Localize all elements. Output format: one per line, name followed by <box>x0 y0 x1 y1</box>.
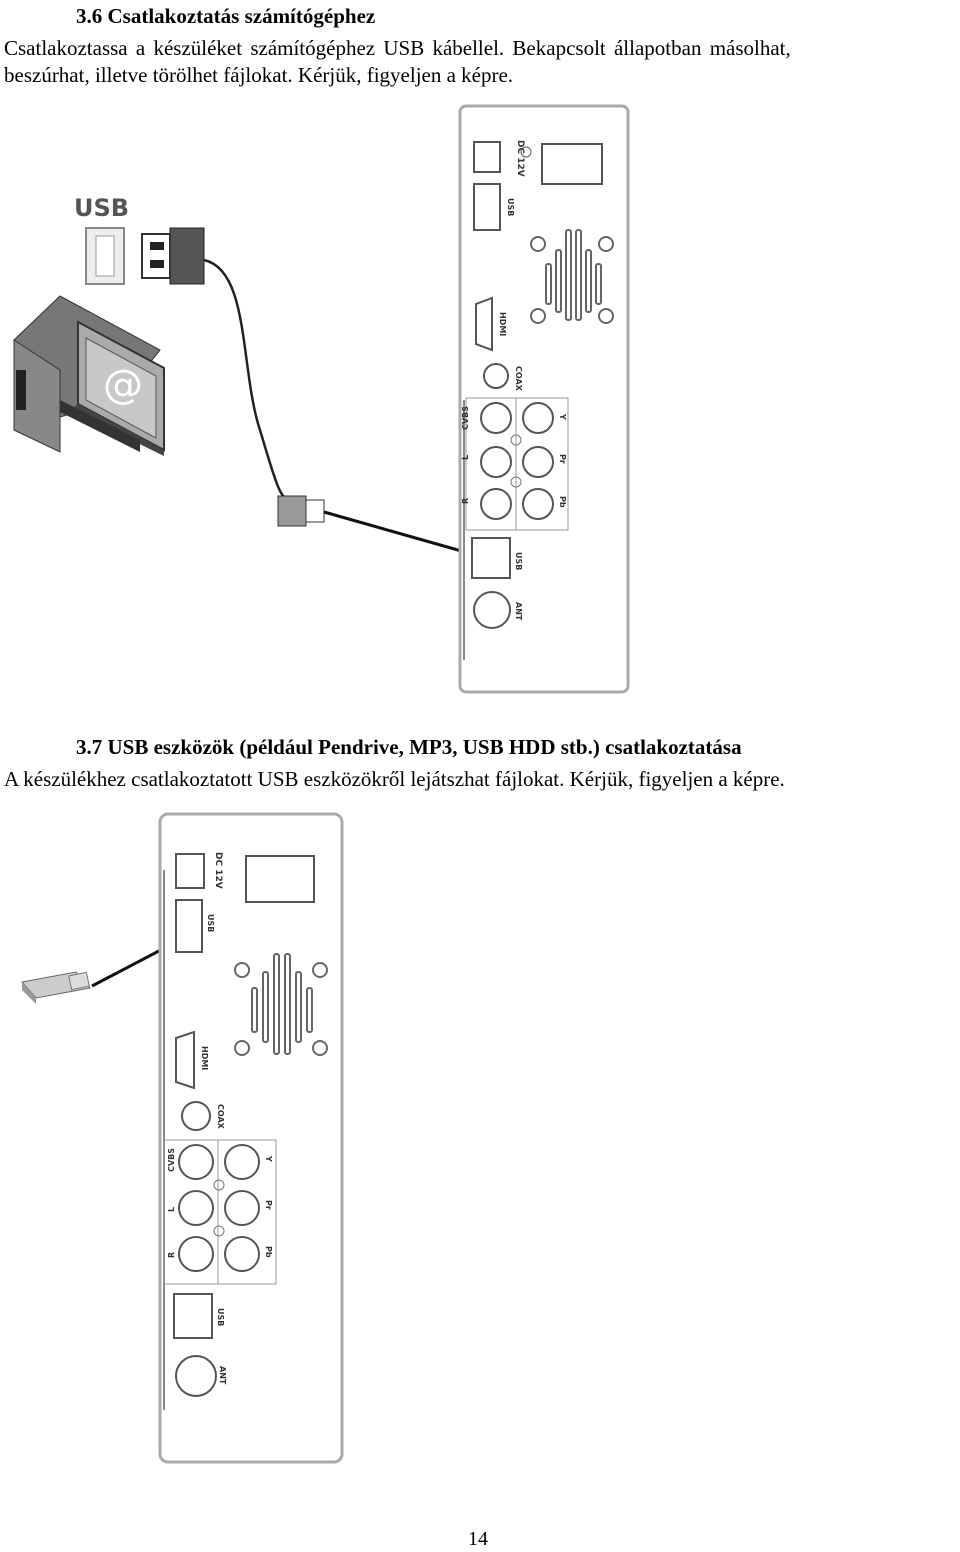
figure-usb-device-connection: DC 12V USB HDMI COAX CVBS L R <box>21 812 344 1464</box>
svg-text:Pb: Pb <box>264 1246 273 1258</box>
svg-text:HDMI: HDMI <box>498 312 507 336</box>
svg-text:USB: USB <box>506 198 515 216</box>
svg-text:L: L <box>461 455 470 460</box>
usb-label: USB <box>74 194 129 222</box>
svg-text:R: R <box>167 1252 176 1258</box>
device-rear-panel-2: DC 12V USB HDMI COAX CVBS L R <box>158 812 344 1464</box>
svg-text:USB: USB <box>206 914 215 932</box>
svg-text:ANT: ANT <box>218 1366 227 1385</box>
device-rear-panel: DC 12V USB HDMI COAX CVBS L R <box>458 104 630 694</box>
svg-text:USB: USB <box>216 1308 225 1326</box>
section-3-7-heading: 3.7 USB eszközök (például Pendrive, MP3,… <box>76 735 742 759</box>
svg-text:Y: Y <box>558 413 567 420</box>
section-3-6-line-1: Csatlakoztassa a készüléket számítógéphe… <box>4 36 791 60</box>
svg-text:@: @ <box>103 362 143 408</box>
svg-text:Pr: Pr <box>558 454 567 464</box>
usb-port-icon <box>85 227 125 285</box>
computer-icon: @ <box>13 295 165 456</box>
svg-text:DC 12V: DC 12V <box>515 140 525 177</box>
usb-cable <box>203 258 291 502</box>
svg-text:Y: Y <box>264 1155 273 1162</box>
svg-text:CVBS: CVBS <box>461 406 470 430</box>
svg-text:COAX: COAX <box>514 366 523 392</box>
section-3-6-heading: 3.6 Csatlakoztatás számítógéphez <box>76 4 376 28</box>
svg-text:CVBS: CVBS <box>167 1148 176 1172</box>
svg-text:Pr: Pr <box>264 1200 273 1210</box>
svg-text:HDMI: HDMI <box>200 1046 209 1070</box>
figure-pc-connection: USB @ DC 12V USB <box>13 104 630 694</box>
svg-text:R: R <box>461 498 470 504</box>
svg-text:L: L <box>167 1207 176 1212</box>
usb-cable-to-device <box>323 510 473 556</box>
usb-plug-device-end <box>277 495 325 527</box>
page-number: 14 <box>468 1528 488 1550</box>
svg-text:ANT: ANT <box>514 602 523 621</box>
svg-text:DC 12V: DC 12V <box>213 852 223 889</box>
svg-text:Pb: Pb <box>558 496 567 508</box>
pendrive-icon <box>21 971 91 1004</box>
section-3-7-line-1: A készülékhez csatlakoztatott USB eszköz… <box>4 767 785 791</box>
svg-text:COAX: COAX <box>216 1104 225 1130</box>
section-3-6-line-2: beszúrhat, illetve törölhet fájlokat. Ké… <box>4 63 514 87</box>
usb-plug-icon <box>141 227 205 285</box>
svg-text:USB: USB <box>514 552 523 570</box>
